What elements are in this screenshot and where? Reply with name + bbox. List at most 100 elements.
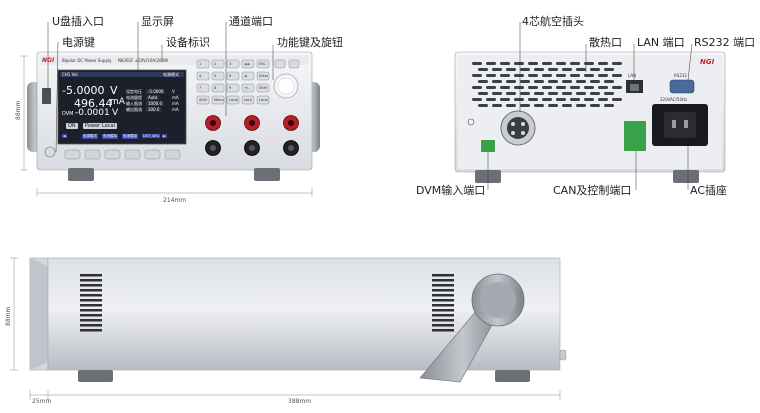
keypad-key[interactable] [226,83,240,93]
arrow-right-key[interactable] [288,59,300,69]
keypad-key[interactable] [256,95,270,105]
screen-softkey[interactable] [144,149,161,160]
screen-softkey-label-4[interactable]: LIST_SEQ [142,134,161,138]
keypad-key[interactable] [241,95,255,105]
keypad-key-label: 9 [229,86,232,90]
label-channel-port: 通道端口 [229,15,273,28]
side-vent [80,274,102,332]
keypad-key-label: 2 [214,62,217,66]
vent-slot [570,62,580,65]
keypad-key[interactable] [226,71,240,81]
screen-softkey[interactable] [164,149,181,160]
keypad-key-label: 8 [214,86,217,90]
screen-softkey[interactable] [84,149,101,160]
keypad-key[interactable] [241,83,255,93]
usb-port[interactable] [42,88,51,104]
screen-softkey-label-0[interactable]: ◄ [62,134,67,138]
screen-status-0[interactable]: ON [66,123,78,129]
side-vent-slot [432,279,454,282]
keypad-key[interactable] [196,95,210,105]
keypad-key[interactable] [211,59,225,69]
side-vent-slot [432,274,454,277]
vent-slot [506,92,516,95]
keypad-key[interactable] [211,83,225,93]
keypad-key-label: +/- [244,86,250,90]
keypad-key-label: 5 [214,74,217,78]
vent-slot [472,98,482,101]
vent-slot [486,86,496,89]
vent-slot [570,74,580,77]
keypad-key[interactable] [241,59,255,69]
vent-slot [562,80,572,83]
arrow-left-key[interactable] [274,59,286,69]
screen-softkey-label-2[interactable]: 电池模拟 [102,134,118,139]
label-aviation-plug: 4芯航空插头 [522,15,584,28]
vent-slot [500,98,510,101]
keypad-key[interactable] [196,83,210,93]
screen-voltage-unit: V [110,84,118,97]
keypad-key[interactable] [256,71,270,81]
dvm-connector[interactable] [481,140,495,152]
vent-slot [576,92,586,95]
vent-slot [562,104,572,107]
keypad-key[interactable] [196,59,210,69]
keypad-key[interactable] [211,71,225,81]
label-ac-socket: AC插座 [690,184,728,197]
dim-side-height: 88mm [5,306,12,326]
vent-slot [548,104,558,107]
screen-param-value: -5.0000 [146,89,166,94]
keypad-key[interactable] [256,83,270,93]
screen-dvm-unit: V [112,108,119,118]
keypad-key[interactable] [211,95,225,105]
keypad-key[interactable] [196,71,210,81]
vent-slot [478,80,488,83]
vent-slot [528,98,538,101]
screen-status-1[interactable]: Power [83,123,103,129]
keypad [196,59,270,105]
rs232-port[interactable] [669,79,695,94]
power-button[interactable] [44,146,56,158]
label-device-id: 设备标识 [166,36,210,49]
vent-slot [514,62,524,65]
label-can-control: CAN及控制端口 [553,184,632,197]
vent-slot [584,74,594,77]
screen-softkey-label-5[interactable]: ► [162,134,167,138]
screen-softkey-label-3[interactable]: 电池模拟 [122,134,138,139]
screen-param-value: 300.0 [146,107,162,112]
vent-slot [486,74,496,77]
keypad-key[interactable] [241,71,255,81]
vent-slot [486,62,496,65]
vent-slot [604,92,614,95]
screen-status-2[interactable]: Local [100,123,117,129]
can-control-connector[interactable] [624,121,646,151]
vent-slot [570,98,580,101]
keypad-key[interactable] [226,59,240,69]
keypad-key-label: Shift [199,98,207,102]
side-vent-slot [432,289,454,292]
vent-slot [534,104,544,107]
side-vent-slot [432,284,454,287]
vent-slot [584,86,594,89]
keypad-key-label: Menu [214,98,224,102]
vent-slot [612,98,622,101]
keypad-key-label: Local [259,98,269,102]
screen-softkey[interactable] [104,149,121,160]
keypad-key[interactable] [226,95,240,105]
screen-softkey[interactable] [124,149,141,160]
label-function-keys: 功能键及旋钮 [277,36,343,49]
screen-param-value: Auto [146,95,160,100]
keypad-key[interactable] [256,59,270,69]
screen-param-label: 设定电压 [126,89,142,94]
side-vent-slot [80,324,102,327]
side-vent-slot [432,304,454,307]
dim-front-height: 88mm [15,100,22,120]
label-power-key: 电源键 [62,36,95,49]
keypad-key-label: ESC [259,62,266,66]
screen-softkey-label-1[interactable]: 电源模式 [82,134,98,139]
screen-param-label: 输出限流 [126,107,142,112]
dim-front-width: 214mm [163,197,187,204]
keypad-key-label: 6 [229,74,232,78]
screen-current: 496.44 [74,97,113,110]
screen-softkey[interactable] [64,149,81,160]
keypad-key-label: 1 [199,62,202,66]
